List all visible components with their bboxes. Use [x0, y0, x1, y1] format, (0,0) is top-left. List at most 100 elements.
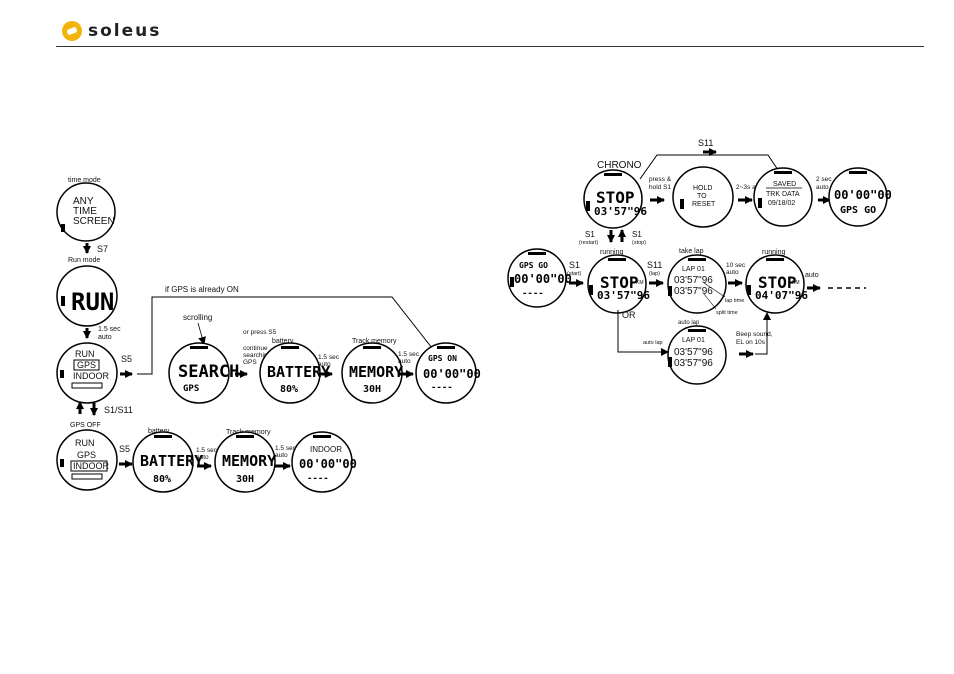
auto-5-line-1: 1.5 sec: [275, 445, 297, 452]
menu2-gps: GPS: [77, 450, 96, 460]
time-mode-label: time mode: [68, 177, 101, 184]
watch-menu-gps: RUN GPS INDOOR: [56, 342, 118, 404]
s1-stop-line-2: (stop): [632, 240, 646, 246]
soleus-logo-icon: [62, 21, 82, 41]
auto-23-label: 2~3s auto: [736, 184, 765, 191]
auto-lap-line: [617, 310, 669, 356]
s5-top-label: S5: [121, 354, 132, 364]
auto-2-line-1: 1.5 sec: [318, 354, 340, 361]
indoor-time: 00'00"00: [299, 457, 357, 471]
gps-off-label: GPS OFF: [70, 422, 101, 429]
run2-display: STOP: [758, 273, 797, 292]
split-time-note: split time: [716, 310, 738, 316]
indoor-top: INDOOR: [310, 445, 342, 454]
auto-3-line-2: auto: [398, 358, 411, 365]
battery-value: 80%: [280, 384, 298, 395]
auto-1-line-1: 1.5 sec: [98, 326, 121, 333]
press-s5-line-4: GPS: [243, 359, 257, 366]
split-time-pointer: [703, 293, 717, 310]
beep-return-line: [755, 312, 771, 355]
gps-on-note: if GPS is already ON: [165, 285, 239, 294]
memory-value: 30H: [363, 384, 381, 395]
saved-date-line: 09/18/02: [768, 200, 795, 207]
gps-ready-top: GPS ON: [428, 354, 457, 363]
stop-display: STOP: [596, 188, 635, 207]
press-hold-line-2: hold S1: [649, 184, 671, 191]
ready-top: GPS GO: [519, 261, 548, 270]
auto-4-line-1: 1.5 sec: [196, 447, 218, 454]
lap-line: LAP 01: [682, 266, 705, 273]
header-divider: [56, 46, 924, 47]
gps-on-bypass-line: [137, 296, 433, 375]
auto-lap-top-label: auto lap: [678, 320, 700, 326]
menu-indoor: INDOOR: [73, 371, 110, 381]
take-lap-label: take lap: [679, 248, 704, 255]
km-label-2: KM: [792, 280, 800, 286]
auto-lap-time-1: 03'57"96: [674, 347, 713, 358]
watch-chrono-stop: STOP 03'57"96: [583, 169, 647, 229]
auto-lap-time-2: 03'57"96: [674, 358, 713, 369]
reset-line: RESET: [692, 201, 716, 208]
battery-label-2: battery: [148, 428, 170, 435]
run-mode-label: Run mode: [68, 257, 100, 264]
lap-time-note: lap time: [725, 298, 744, 304]
run-time: 03'57"96: [597, 289, 650, 302]
menu-gps: GPS: [77, 360, 96, 370]
brand-logo: soleus: [62, 21, 161, 41]
to-line: TO: [697, 193, 707, 200]
watch-menu-indoor: RUN GPS INDOOR: [56, 429, 118, 491]
gps-go-time: 00'00"00: [834, 188, 892, 202]
s7-label: S7: [97, 244, 108, 254]
press-hold-line-1: press &: [649, 176, 672, 183]
press-s5-line-2: continue: [243, 345, 268, 352]
watch-take-lap: LAP 01 03'57"96 03'57"96: [667, 254, 727, 314]
watch-auto-lap: LAP 01 03'57"96 03'57"96: [667, 325, 727, 385]
track-memory-label: Track memory: [352, 338, 397, 345]
watch-saved: SAVED TRK DATA 09/18/02: [753, 167, 813, 227]
watch-battery: BATTERY 80%: [259, 342, 330, 404]
s11-top-label: S11: [698, 138, 713, 148]
watch-battery-2: BATTERY 80%: [132, 431, 203, 493]
lap-time-1: 03'57"96: [674, 275, 713, 286]
watch-gps-go: 00'00"00 GPS GO: [828, 167, 892, 227]
battery-label: battery: [272, 338, 294, 345]
press-s5-line-1: or press S5: [243, 329, 277, 336]
auto-3-line-1: 1.5 sec: [398, 351, 420, 358]
ready-bottom: ----: [522, 289, 544, 299]
lap-time-pointer: [703, 282, 726, 298]
s5-bottom-label: S5: [119, 444, 130, 454]
menu2-indoor: INDOOR: [73, 461, 110, 471]
battery-value-2: 80%: [153, 474, 171, 485]
press-s5-line-3: searching: [243, 352, 272, 359]
scrolling-label: scrolling: [183, 313, 212, 322]
hold-line: HOLD: [693, 185, 712, 192]
watch-time-mode: ANY TIME SCREEN: [56, 182, 116, 242]
watch-running: STOP KM 03'57"96: [587, 254, 650, 314]
s1-stop-line-1: S1: [632, 230, 642, 239]
or-label: OR: [622, 310, 636, 320]
beep-line-2: EL on 10s: [736, 339, 766, 346]
auto-4-line-2: auto: [196, 454, 209, 461]
gps-ready-time: 00'00"00: [423, 367, 481, 381]
search-sub: GPS: [183, 384, 199, 394]
auto-2sec-line-1: 2 sec: [816, 176, 832, 183]
auto-10sec-line-2: auto: [726, 269, 739, 276]
watch-running-2: STOP KM 04'07"96: [745, 254, 808, 314]
run2-time: 04'07"96: [755, 289, 808, 302]
watch-memory-2: MEMORY 30H: [214, 431, 276, 493]
gps-ready-bottom: ----: [431, 383, 453, 393]
auto-1-line-2: auto: [98, 334, 112, 341]
s1-restart-line-2: (restart): [579, 240, 598, 246]
scrolling-pointer: [197, 322, 206, 345]
stop-time: 03'57"96: [594, 205, 647, 218]
auto-2-line-2: auto: [318, 361, 331, 368]
time-line-2: TIME: [73, 206, 97, 217]
indoor-bottom: ----: [307, 474, 329, 484]
watch-run-mode: RUN: [56, 265, 118, 327]
s1-s11-label: S1/S11: [104, 405, 133, 415]
km-label: KM: [636, 280, 644, 286]
memory-value-2: 30H: [236, 474, 254, 485]
watch-gps-ready: GPS ON 00'00"00 ----: [415, 342, 481, 404]
s11-lap-line-2: (lap): [649, 271, 660, 277]
s1-start-line-1: S1: [569, 260, 580, 270]
